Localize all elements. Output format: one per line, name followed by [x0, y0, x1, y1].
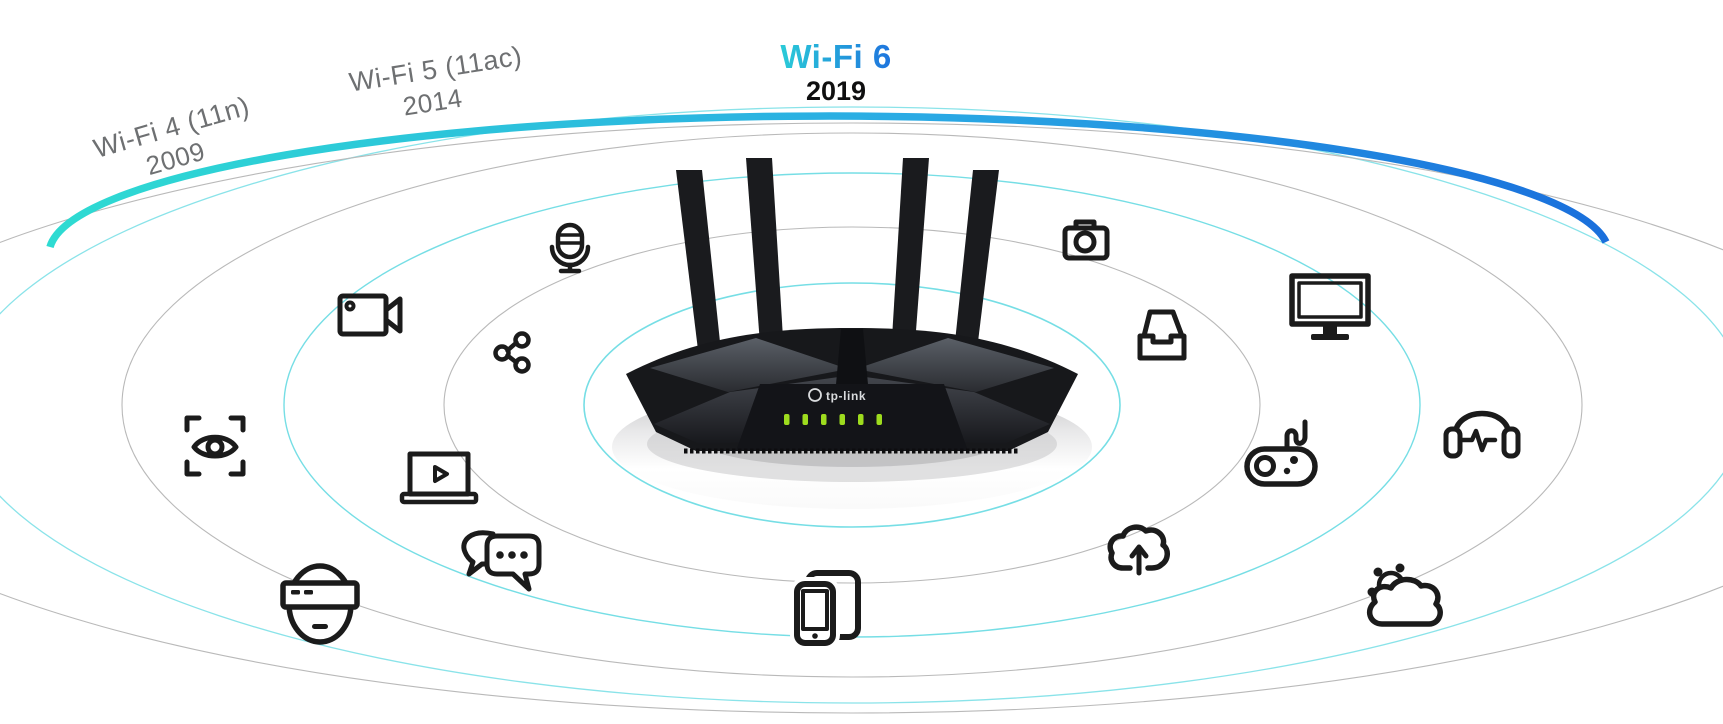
document-tray-icon: [1137, 309, 1187, 361]
tv-monitor-icon: [1289, 273, 1371, 340]
led-indicators: [784, 414, 882, 425]
tp-link-logo-mark: [808, 388, 822, 402]
chat-messages-icon: [461, 530, 542, 592]
device-icons: [184, 219, 1521, 650]
tp-link-logo-text: tp-link: [826, 389, 866, 403]
signal-rings: [0, 106, 1723, 714]
microphone-icon: [549, 222, 591, 274]
tp-link-logo: tp-link: [808, 388, 866, 403]
game-controller-icon: [1244, 419, 1318, 487]
eye-tracking-icon: [184, 415, 246, 477]
wifi6-label: Wi-Fi 6: [780, 38, 891, 75]
photo-camera-icon: [1062, 219, 1110, 261]
router-antennas: [676, 158, 999, 350]
router-front-face: [736, 384, 968, 451]
share-icon: [493, 331, 531, 374]
router-image: tp-link: [626, 158, 1078, 454]
vr-headset-icon: [280, 563, 360, 645]
router-facet-nw: [650, 338, 848, 392]
wifi6-year: 2019: [806, 76, 866, 106]
generation-arc: [46, 112, 1610, 249]
headphones-icon: [1443, 410, 1521, 459]
laptop-video-icon: [399, 451, 479, 505]
cloud-upload-icon: [1107, 524, 1170, 576]
sun-cloud-weather-icon: [1366, 563, 1443, 627]
video-camera-icon: [337, 293, 403, 337]
wifi5-year: 2014: [401, 83, 465, 122]
router-facet-ne: [856, 338, 1054, 392]
phone-tablet-icon: [790, 570, 861, 650]
